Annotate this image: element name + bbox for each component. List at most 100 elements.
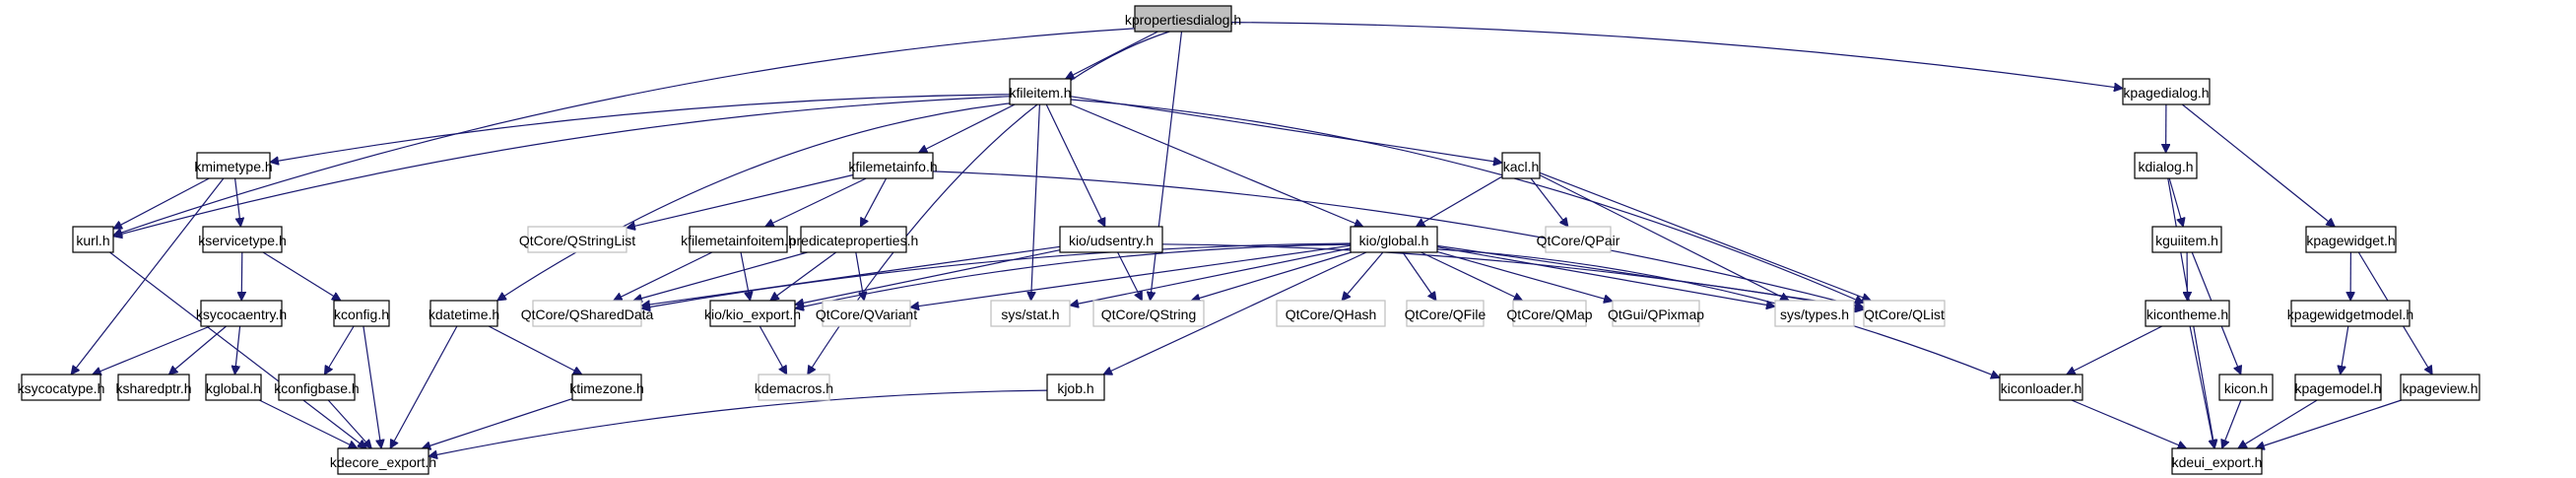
nodes-layer: kpropertiesdialog.h kfileitem.h kpagedialo… [18,5,2480,475]
node-label: kservicetype.h [198,233,286,248]
edge-kpagewidgetmodel-to-kpagemodel [2341,325,2349,375]
node-kpageview[interactable]: kpageview.h [2400,374,2480,401]
node-qstringlist: QtCore/QStringList [519,226,635,253]
edge-kfileitem-to-qlist [1070,99,1864,304]
node-box [202,226,283,253]
edge-kioglobal-to-qlist [1436,244,1864,307]
node-systypes: sys/types.h [1774,300,1855,327]
node-label: kdemacros.h [755,380,833,396]
node-ktimezone[interactable]: ktimezone.h [569,374,644,401]
node-kicontheme[interactable]: kicontheme.h [2145,300,2230,327]
node-box [1999,374,2083,401]
node-qshareddata: QtCore/QSharedData [521,300,654,327]
node-label: kicon.h [2224,380,2268,396]
node-kglobal[interactable]: kglobal.h [205,374,262,401]
node-label: kmimetype.h [194,159,272,174]
node-kdeuiexport[interactable]: kdeui_export.h [2171,447,2263,475]
node-label: QtCore/QString [1101,307,1196,322]
edge-kacl-to-qlist [1539,171,1871,301]
edge-kfilemetainfo-to-qstringlist [627,173,854,229]
node-qvariant: QtCore/QVariant [816,300,917,327]
edge-kfileitem-to-kfilemetainfo [918,103,1016,154]
edge-ksycocaentry-to-ksharedptr [168,325,227,375]
node-box [1134,5,1232,33]
node-qhash: QtCore/QHash [1276,300,1386,327]
node-ksharedptr[interactable]: ksharedptr.h [115,374,192,401]
edge-kconfig-to-kdecoreexport [363,325,381,448]
node-label: QtCore/QMap [1506,307,1592,322]
node-kfilemetainfo[interactable]: kfilemetainfo.h [848,152,938,179]
node-label: predicateproperties.h [789,233,919,248]
edge-kioglobal-to-kioexport [795,243,1352,308]
node-box [1046,374,1105,401]
edge-kfileitem-to-sysstat [1031,103,1040,301]
node-kdemacros: kdemacros.h [755,374,833,401]
node-label: kfilemetainfo.h [848,159,937,174]
node-box [2145,300,2230,327]
node-ksycocaentry[interactable]: ksycocaentry.h [196,300,287,327]
edge-kmimetype-to-kservicetype [234,177,241,227]
node-kpagedialog[interactable]: kpagedialog.h [2122,78,2211,105]
node-kiconloader[interactable]: kiconloader.h [1999,374,2083,401]
node-box [2290,300,2411,327]
node-kguiitem[interactable]: kguiitem.h [2151,226,2222,253]
node-label: kpropertiesdialog.h [1125,12,1241,28]
edge-kfileitem-to-kmimetype [270,94,1011,163]
node-kfilemetainfoitem[interactable]: kfilemetainfoitem.h [681,226,796,253]
edge-ksycocaentry-to-kglobal [234,325,241,375]
node-label: kguiitem.h [2155,233,2218,248]
node-box [800,226,907,253]
node-label: kconfig.h [334,307,389,322]
node-label: kglobal.h [206,380,261,396]
edge-kdialog-to-kguiitem [2168,177,2183,227]
node-box [1092,300,1205,327]
node-label: kpagewidgetmodel.h [2287,307,2413,322]
node-qstring: QtCore/QString [1092,300,1205,327]
node-kjob[interactable]: kjob.h [1046,374,1105,401]
node-kpagemodel[interactable]: kpagemodel.h [2294,374,2382,401]
node-udsentry[interactable]: kio/udsentry.h [1059,226,1163,253]
node-kurl[interactable]: kurl.h [72,226,114,253]
node-box [2151,226,2222,253]
node-box [689,226,788,253]
edge-kioglobal-to-qvariant [910,244,1352,307]
edge-kioglobal-to-kjob [1103,251,1367,375]
node-label: ksycocaentry.h [196,307,287,322]
node-kconfig[interactable]: kconfig.h [333,300,390,327]
node-kpropertiesdialog[interactable]: kpropertiesdialog.h [1125,5,1241,33]
node-kdatetime[interactable]: kdatetime.h [429,300,499,327]
node-box [1863,300,1946,327]
node-box [758,374,830,401]
node-kioexport[interactable]: kio/kio_export.h [704,300,801,327]
edge-kpagedialog-to-kpagewidget [2181,103,2335,227]
node-kconfigbase[interactable]: kconfigbase.h [274,374,360,401]
node-kicon[interactable]: kicon.h [2218,374,2274,401]
node-kmimetype[interactable]: kmimetype.h [194,152,273,179]
edge-kpropertiesdialog-to-kfileitem [1066,31,1158,80]
edge-kfilemetainfoitem-to-kioexport [740,251,751,301]
edge-kioglobal-to-systypes [1436,246,1775,307]
node-kpagewidgetmodel[interactable]: kpagewidgetmodel.h [2287,300,2413,327]
node-label: kio/kio_export.h [704,307,801,322]
edge-kpropertiesdialog-to-kpagedialog [1230,22,2123,89]
node-kioglobal[interactable]: kio/global.h [1350,226,1438,253]
node-predicateproperties[interactable]: predicateproperties.h [789,226,919,253]
edge-kioglobal-to-kiconloader [1436,248,2000,377]
node-label: QtGui/QPixmap [1608,307,1704,322]
node-kdialog[interactable]: kdialog.h [2134,152,2198,179]
edge-kicon-to-kdeuiexport [2222,399,2242,448]
node-box [2171,447,2263,475]
node-kfileitem[interactable]: kfileitem.h [1009,78,1072,105]
edge-kfilemetainfoitem-to-qshareddata [614,251,713,301]
edge-kioexport-to-kdemacros [759,325,788,375]
node-ksycocatype[interactable]: ksycocatype.h [18,374,105,401]
node-box [21,374,101,401]
edge-kicontheme-to-kdeuiexport [2189,325,2214,448]
node-kacl[interactable]: kacl.h [1501,152,1541,179]
node-label: kio/udsentry.h [1069,233,1154,248]
node-kpagewidget[interactable]: kpagewidget.h [2305,226,2397,253]
node-kservicetype[interactable]: kservicetype.h [198,226,287,253]
node-kdecoreexport[interactable]: kdecore_export.h [330,447,436,475]
node-label: sys/types.h [1780,307,1849,322]
edge-kioglobal-to-qpixmap [1436,250,1613,301]
